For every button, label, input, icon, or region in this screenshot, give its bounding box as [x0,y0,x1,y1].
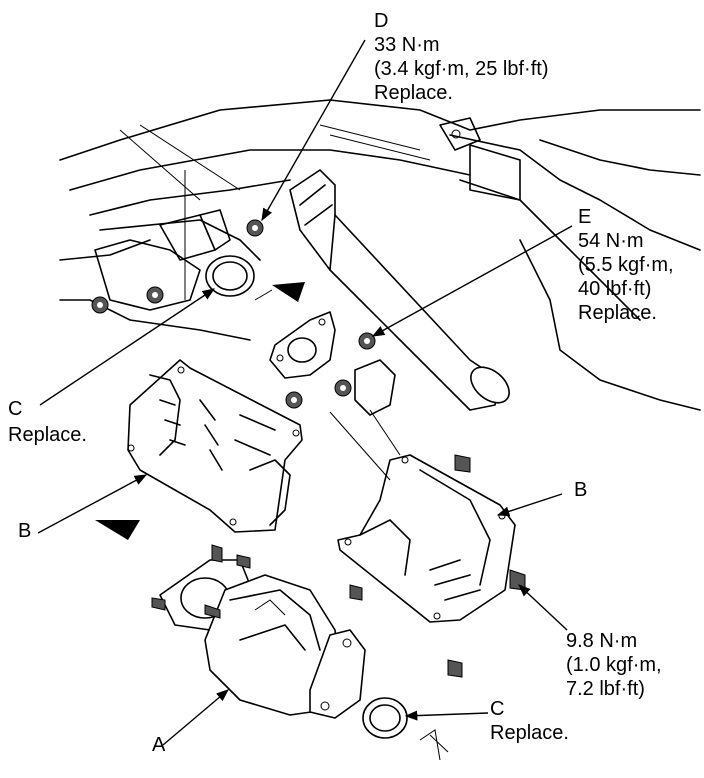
callout-c-left-note: Replace. [8,424,87,446]
callout-c-left-letter: C [8,398,23,420]
heat-shield-bolts [349,454,526,678]
callout-e-torque: 54 N·m [578,230,644,252]
callout-b-left-letter: B [18,520,32,542]
direction-arrow-upper [254,282,305,302]
callout-b-right-letter: B [574,479,588,501]
torque-98-alt1: (1.0 kgf·m, [566,654,662,676]
heat-shield-b-left [127,359,303,533]
callout-d-letter: D [374,10,389,32]
flange-studs [151,544,251,619]
callout-d-alt: (3.4 kgf·m, 25 lbf·ft) [374,58,549,80]
gasket-c-upper [205,255,255,297]
direction-arrow-lower [95,520,140,540]
callout-c-bottom-letter: C [490,698,505,720]
exhaust-pipe [289,169,510,416]
callout-c-bottom-note: Replace. [490,722,569,744]
vehicle-underbody [59,99,701,411]
callout-e-alt2: 40 lbf·ft) [578,278,652,300]
body-bolts [91,219,376,409]
callout-e-note: Replace. [578,302,657,324]
leader-lines [37,39,573,761]
callout-e-letter: E [578,206,592,228]
callout-a-letter: A [152,734,166,756]
torque-98-value: 9.8 N·m [566,630,638,652]
callout-d-torque: 33 N·m [374,34,440,56]
callout-d-note: Replace. [374,82,453,104]
callout-e-alt1: (5.5 kgf·m, [578,254,674,276]
catalytic-converter-a [159,559,366,719]
torque-98-alt2: 7.2 lbf·ft) [566,678,645,700]
gasket-c-lower [362,697,408,739]
flange-plate [269,311,336,379]
heat-shield-b-right [337,454,516,623]
